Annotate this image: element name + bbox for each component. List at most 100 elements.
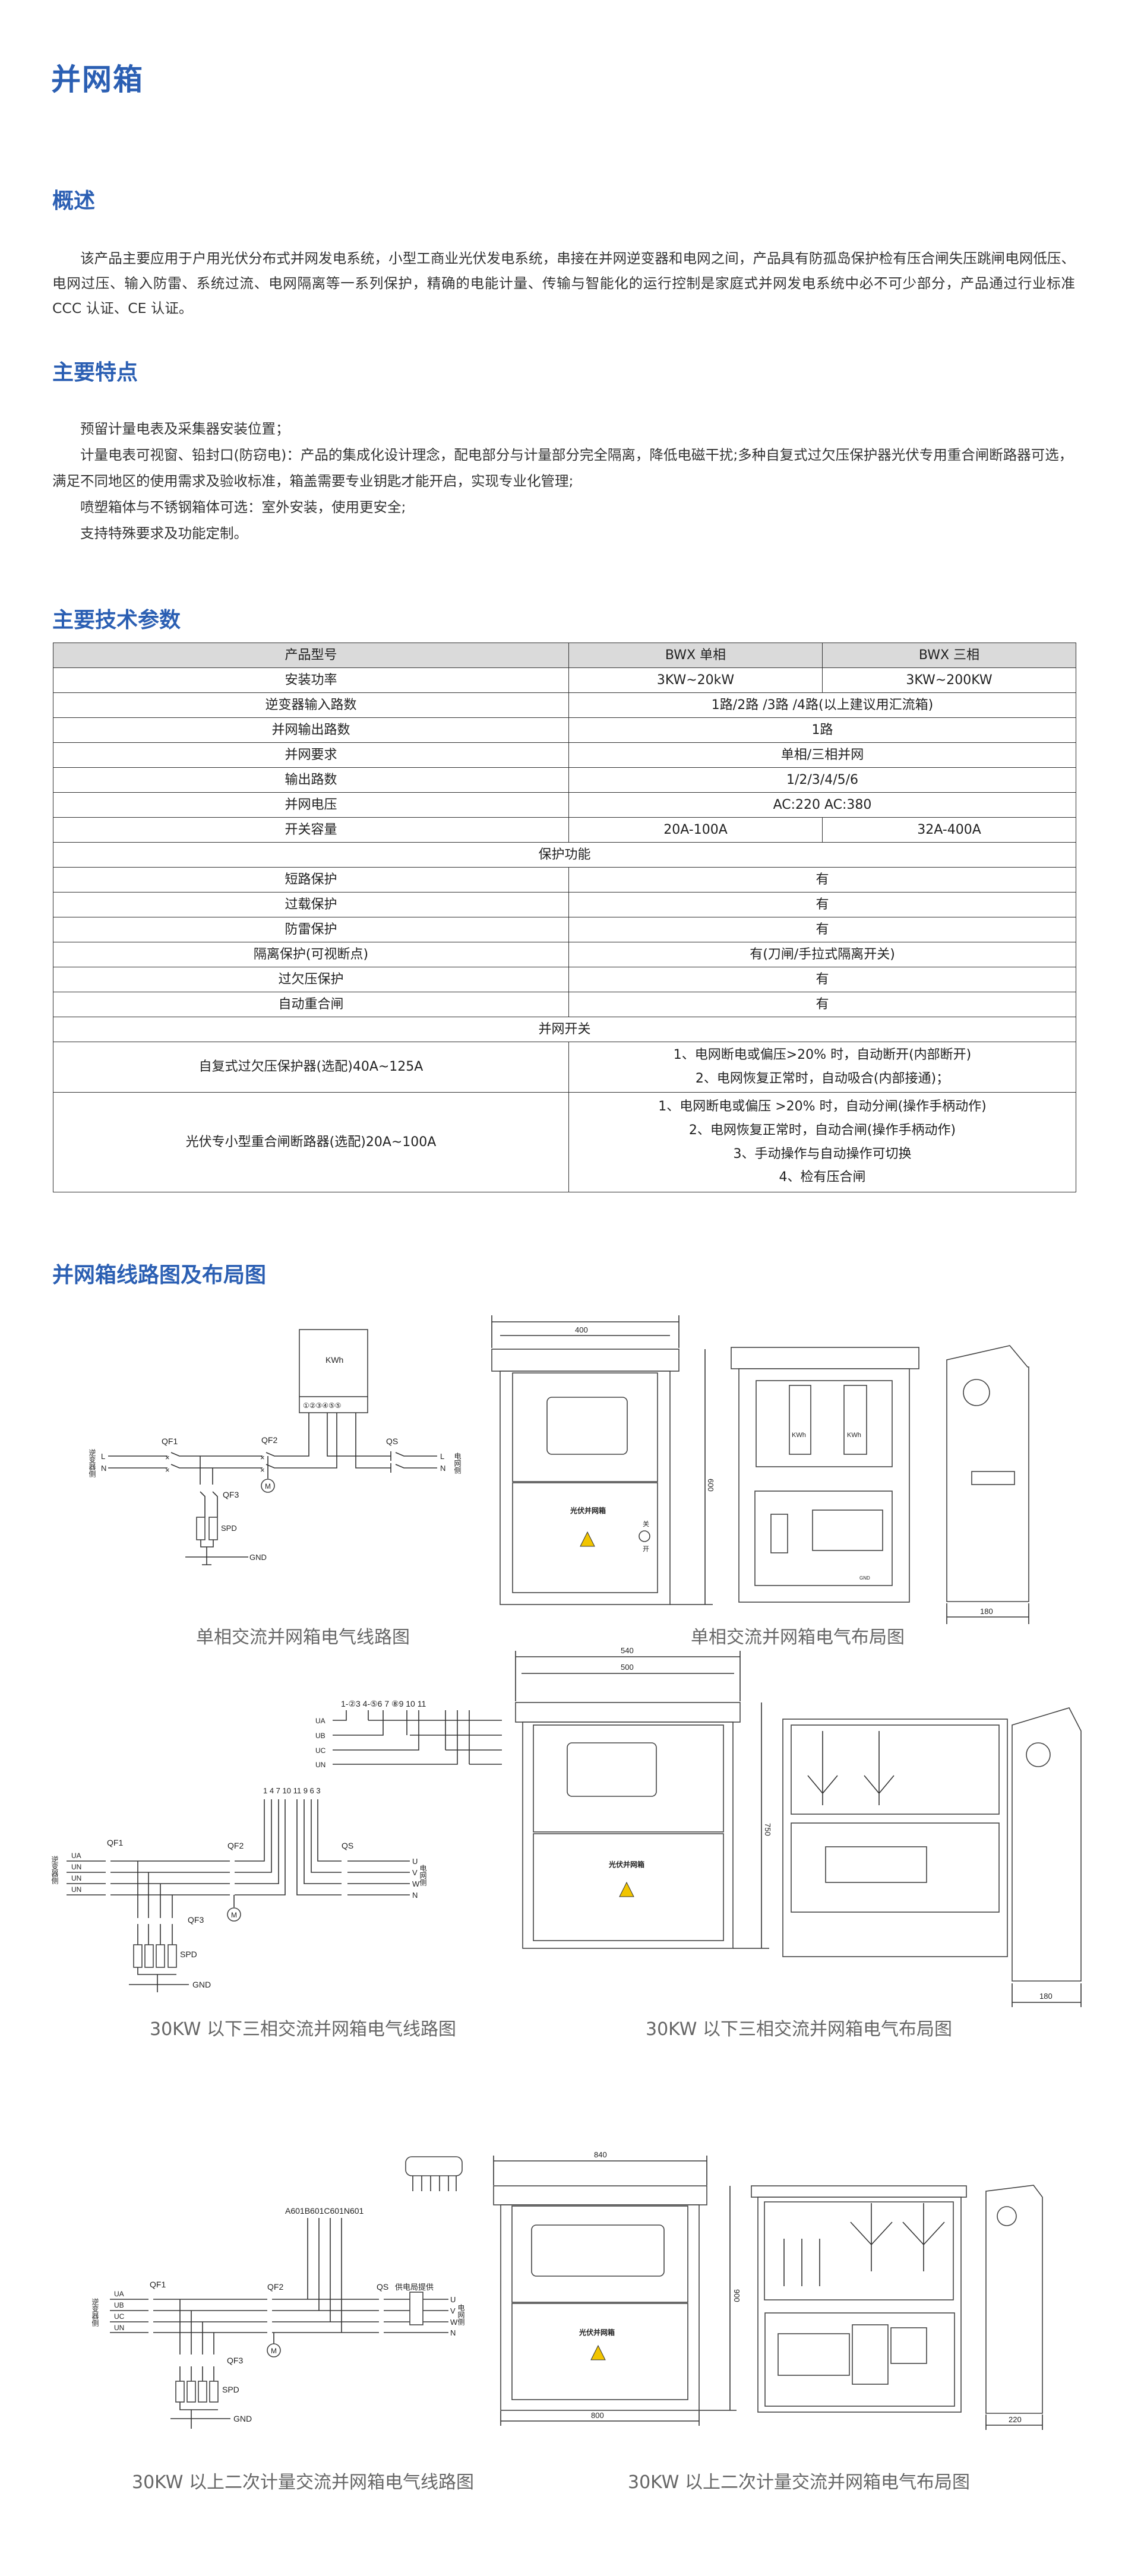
grid-w: W	[412, 1879, 420, 1888]
param-name: 过载保护	[53, 892, 569, 917]
param-value: 有	[568, 892, 1076, 917]
phase-un: UN	[114, 2324, 124, 2332]
dim-width: 400	[575, 1325, 588, 1334]
phase-un: UN	[71, 1874, 81, 1882]
grid-v: V	[412, 1868, 418, 1877]
kwh-label: KWh	[847, 1432, 861, 1439]
warning-icon	[590, 2344, 606, 2360]
phase-uc: UC	[114, 2312, 125, 2321]
warning-icon	[619, 1881, 634, 1897]
qs-label: QS	[386, 1436, 398, 1446]
caption-three-layout: 30KW 以下三相交流并网箱电气布局图	[646, 2019, 952, 2040]
param-name: 逆变器输入路数	[53, 692, 569, 718]
phase-ub: UB	[114, 2301, 124, 2309]
meter-terminal-row: 1-②3 4-⑤6 7 ⑧9 10 11	[341, 1699, 426, 1708]
param-value: 20A-100A	[568, 817, 823, 843]
feature-item: 计量电表可视窗、铅封口(防窃电)：产品的集成化设计理念，配电部分与计量部分完全隔…	[52, 447, 1073, 489]
gnd-label: GND	[859, 1575, 870, 1581]
spd-icon	[196, 1517, 206, 1540]
dim-outer-width: 540	[621, 1646, 634, 1655]
qf1-label: QF1	[162, 1436, 178, 1446]
phase-un: UN	[71, 1885, 81, 1894]
page-title: 并网箱	[51, 62, 144, 97]
inverter-side-label: 逆变器侧	[91, 2297, 99, 2327]
gnd-label: GND	[233, 2414, 252, 2423]
table-row: 防雷保护有	[53, 917, 1076, 942]
dim-height: 600	[706, 1479, 715, 1492]
overview-paragraph: 该产品主要应用于户用光伏分布式并网发电系统，小型工商业光伏发电系统，串接在并网逆…	[52, 250, 1075, 317]
value-line: 3、手动操作与自动操作可切换	[733, 1146, 912, 1162]
grid-n: N	[412, 1891, 418, 1900]
param-name: 过欠压保护	[53, 967, 569, 992]
section-cell: 保护功能	[53, 842, 1076, 868]
param-name: 光伏专小型重合闸断路器(选配)20A~100A	[53, 1092, 569, 1192]
dim-depth: 180	[1039, 1992, 1053, 2001]
feature-item: 喷塑箱体与不锈钢箱体可选：室外安装，使用更安全;	[80, 499, 406, 515]
dim-width: 800	[591, 2411, 604, 2420]
line-l: L	[440, 1452, 444, 1461]
table-row: 过欠压保护有	[53, 967, 1076, 992]
ct-meter-icon	[405, 2156, 463, 2176]
param-value: 1、电网断电或偏压>20% 时，自动断开(内部断开)2、电网恢复正常时，自动吸合…	[568, 1042, 1076, 1093]
param-name: 隔离保护(可视断点)	[53, 942, 569, 967]
three-phase-circuit: 1-②3 4-⑤6 7 ⑧9 10 11 UA UB UC UN 1 4 7 1…	[50, 1699, 502, 1992]
svg-text:×: ×	[165, 1466, 170, 1474]
table-row: 自动重合闸有	[53, 992, 1076, 1017]
motor-icon	[261, 1479, 275, 1493]
secondary-metering-layout: 840 光伏并网箱 800 900 220	[493, 2150, 1043, 2430]
caption-secondary-layout: 30KW 以上二次计量交流并网箱电气布局图	[628, 2472, 970, 2493]
dim-depth: 180	[980, 1607, 993, 1616]
param-value: 有	[568, 867, 1076, 893]
lock-icon	[639, 1530, 650, 1542]
param-name: 自动重合闸	[53, 992, 569, 1017]
box-name: 光伏并网箱	[570, 1506, 606, 1515]
qf3-label: QF3	[188, 1915, 204, 1925]
spd-icon	[208, 1517, 218, 1540]
qf2-label: QF2	[227, 1841, 244, 1850]
param-name: 安装功率	[53, 667, 569, 693]
kwh-label: KWh	[325, 1355, 343, 1365]
param-value: 1/2/3/4/5/6	[568, 767, 1076, 793]
param-value: 有	[568, 992, 1076, 1017]
warning-icon	[580, 1531, 595, 1547]
switch-on-label: 开	[643, 1546, 649, 1553]
qf3-label: QF3	[223, 1490, 239, 1499]
table-section-row: 并网开关	[53, 1017, 1076, 1042]
box-name: 光伏并网箱	[608, 1860, 644, 1869]
grid-u: U	[450, 2295, 456, 2304]
dim-depth: 220	[1009, 2415, 1022, 2424]
gnd-label: GND	[249, 1553, 267, 1562]
svg-text:×: ×	[165, 1453, 170, 1462]
phase-ua: UA	[315, 1717, 325, 1725]
param-value: 单相/三相并网	[568, 742, 1076, 768]
param-name: 开关容量	[53, 817, 569, 843]
diagrams-canvas: KWh ①②③④⑤⑤ ×× ×× M QF1 QF2 QF3 QS SPD GN…	[50, 1315, 1082, 2430]
table-section-row: 保护功能	[53, 842, 1076, 868]
header-cell: 产品型号	[53, 643, 569, 668]
kwh-label: KWh	[792, 1432, 806, 1439]
gnd-label: GND	[192, 1980, 211, 1989]
line-l: L	[101, 1452, 105, 1461]
param-value: 有	[568, 917, 1076, 942]
caption-single-layout: 单相交流并网箱电气布局图	[691, 1627, 905, 1648]
secondary-metering-circuit: A601B601C601N601 M QF1 QF2 QS 供电局提供 QF3 …	[91, 2156, 465, 2429]
overview-heading: 概述	[52, 189, 96, 213]
param-value: 1路/2路 /3路 /4路(以上建议用汇流箱)	[568, 692, 1076, 718]
caption-single-circuit: 单相交流并网箱电气线路图	[196, 1627, 410, 1648]
param-name: 自复式过欠压保护器(选配)40A~125A	[53, 1042, 569, 1093]
phase-ua: UA	[71, 1852, 81, 1860]
header-cell: BWX 三相	[822, 643, 1076, 668]
meter-terminals: ①②③④⑤⑤	[303, 1401, 342, 1410]
dim-height: 900	[732, 2289, 741, 2302]
meter-window	[546, 1397, 628, 1455]
param-value: 3KW~200KW	[822, 667, 1076, 693]
param-value: 32A-400A	[822, 817, 1076, 843]
table-row: 短路保护有	[53, 867, 1076, 893]
